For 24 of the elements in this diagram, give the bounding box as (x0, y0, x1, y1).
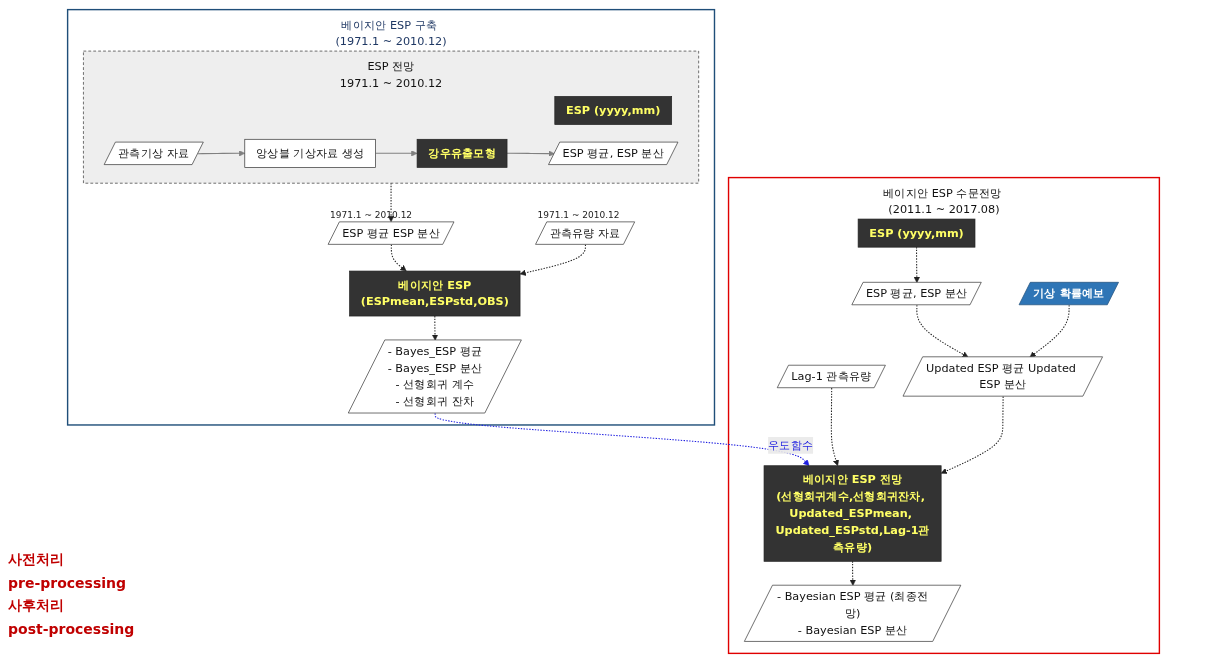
arrow (913, 246, 920, 283)
period-caption: 1971.1 ~ 2010.12 (537, 209, 620, 220)
period-caption: 1971.1 ~ 2010.12 (330, 209, 413, 220)
note-label: pre-processing (8, 575, 128, 591)
arrow (375, 150, 418, 157)
node-box: ESP (yyyy,mm) (857, 218, 976, 248)
node-box: 앙상블 기상자료 생성 (244, 138, 376, 168)
node-box: 베이지안 ESP (ESPmean,ESPstd,OBS) (349, 270, 521, 317)
arrow (519, 244, 586, 276)
arrow (390, 244, 407, 272)
arrow (940, 396, 1004, 474)
note-label: post-processing (8, 621, 136, 637)
note-label: 사전처리 (8, 551, 65, 569)
node-box: ESP (yyyy,mm) (554, 96, 672, 125)
arrow (506, 150, 555, 157)
arrow (387, 182, 395, 223)
node-box: 강우유출모형 (416, 138, 508, 168)
node-box: 베이지안 ESP 전망 (선형회귀계수,선형회귀잔차, Updated_ESPmean, Updated_ESPstd,Lag-1관측유량) (763, 465, 942, 562)
arrow (1029, 304, 1070, 358)
arrow (197, 150, 246, 157)
edge-label: 우도함수 (768, 438, 814, 452)
arrow (916, 304, 969, 358)
note-label: 사후처리 (8, 597, 65, 615)
arrow (830, 387, 839, 466)
